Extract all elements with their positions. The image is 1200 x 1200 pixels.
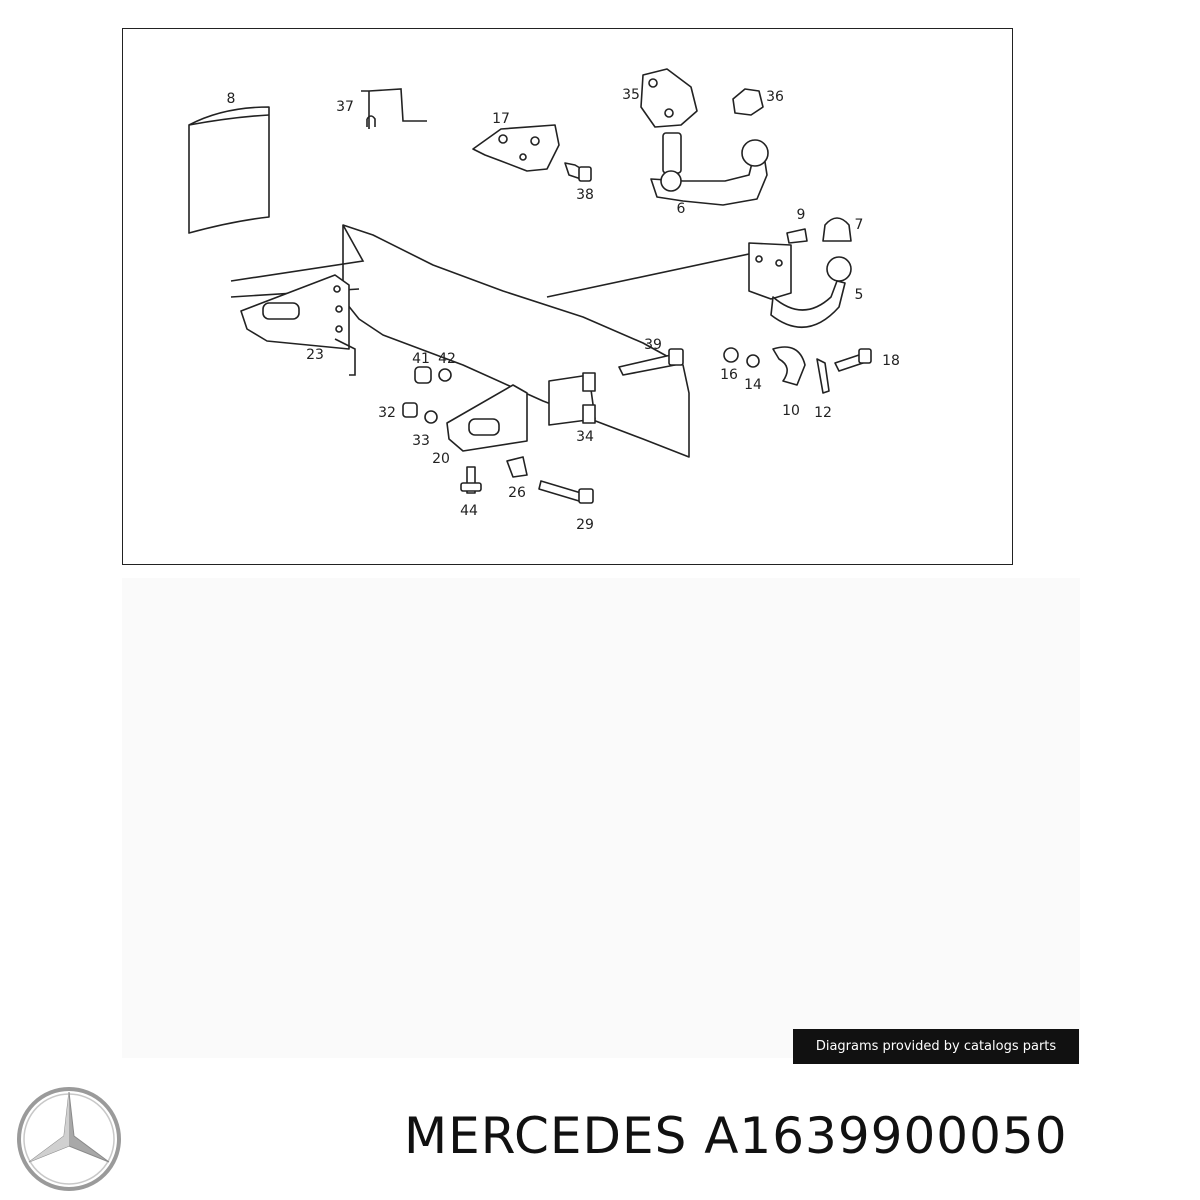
callout-39: 39 [644, 337, 662, 353]
callout-35: 35 [622, 87, 640, 103]
callout-7: 7 [855, 217, 864, 233]
part-9-bolt [786, 228, 808, 244]
part-26-pin [506, 456, 528, 478]
part-16-nut [723, 347, 739, 363]
parts-diagram: 8 37 17 35 36 38 6 9 7 5 23 41 42 39 16 … [122, 28, 1013, 565]
callout-44: 44 [460, 503, 478, 519]
part-42-washer [438, 368, 452, 382]
part-29-bolt [538, 480, 582, 502]
part-20-bracket [446, 384, 528, 452]
mercedes-star-icon [17, 1087, 121, 1191]
part-41-nut [414, 366, 432, 384]
callout-9: 9 [797, 207, 806, 223]
part-23-bracket [240, 274, 350, 350]
callout-26: 26 [508, 485, 526, 501]
callout-42: 42 [438, 351, 456, 367]
part-12-clip [816, 358, 830, 394]
part-17-bracket [472, 124, 560, 172]
callout-17: 17 [492, 111, 510, 127]
callout-18: 18 [882, 353, 900, 369]
callout-14: 14 [744, 377, 762, 393]
part-8-cover [188, 106, 270, 234]
callout-38: 38 [576, 187, 594, 203]
callout-29: 29 [576, 517, 594, 533]
part-36-connector [732, 88, 764, 116]
part-number-title: MERCEDES A1639900050 [404, 1107, 1068, 1165]
part-37-rod [361, 88, 427, 129]
part-7-cap [822, 217, 852, 242]
callout-37: 37 [336, 99, 354, 115]
attribution-banner: Diagrams provided by catalogs parts [793, 1029, 1079, 1064]
callout-12: 12 [814, 405, 832, 421]
part-33-washer [424, 410, 438, 424]
exploded-view: 8 37 17 35 36 38 6 9 7 5 23 41 42 39 16 … [188, 68, 900, 533]
callout-16: 16 [720, 367, 738, 383]
callout-32: 32 [378, 405, 396, 421]
part-10-retainer [772, 346, 806, 386]
callout-23: 23 [306, 347, 324, 363]
callout-41: 41 [412, 351, 430, 367]
callout-10: 10 [782, 403, 800, 419]
callout-8: 8 [227, 91, 236, 107]
rear-cross-member [342, 224, 690, 458]
callout-6: 6 [677, 201, 686, 217]
callout-36: 36 [766, 89, 784, 105]
part-5-ball-neck [748, 242, 792, 300]
blank-panel [122, 578, 1080, 1058]
callout-34: 34 [576, 429, 594, 445]
part-32-nut [402, 402, 418, 418]
callout-5: 5 [855, 287, 864, 303]
part-35-socket [640, 68, 698, 128]
callout-33: 33 [412, 433, 430, 449]
part-14-washer [746, 354, 760, 368]
callout-20: 20 [432, 451, 450, 467]
